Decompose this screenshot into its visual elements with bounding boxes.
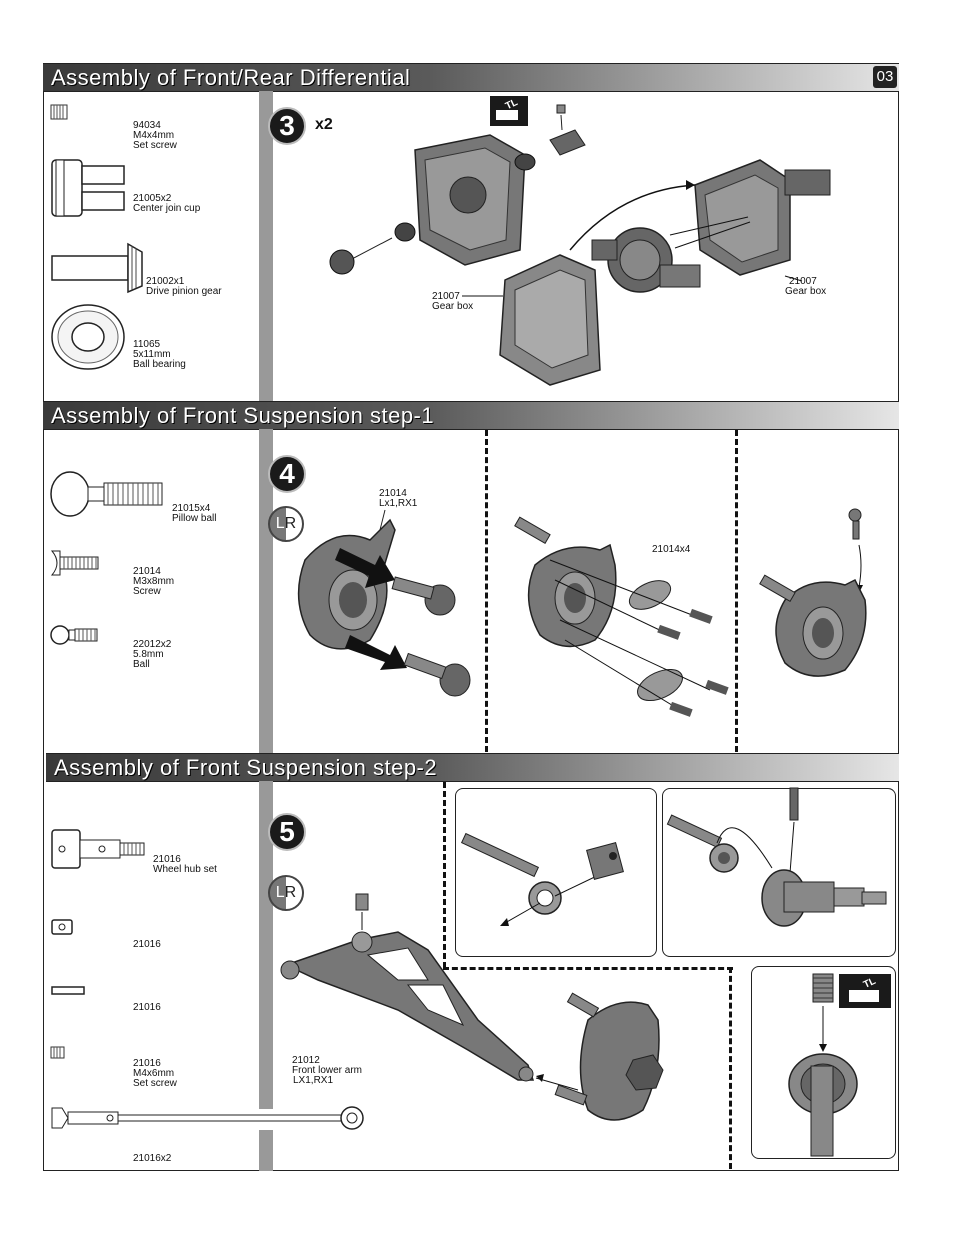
dashed-divider (729, 967, 732, 1169)
page-number: 03 (873, 66, 897, 88)
callout-screws: 21014x4 (652, 544, 691, 555)
center-join-cup-icon (51, 159, 125, 217)
step-number-badge: 4 (268, 455, 306, 493)
lower-arm-assembly-diagram (280, 893, 664, 1121)
step-number-badge: 5 (268, 813, 306, 851)
divider-strip (259, 91, 273, 401)
ball-bearing-icon (51, 304, 125, 370)
left-right-indicator: LR (268, 506, 304, 542)
part-label: 21016x2 (133, 1153, 172, 1164)
dashed-divider (443, 782, 446, 968)
drive-shaft-icon (51, 1106, 364, 1130)
hub-pin-icon (51, 986, 85, 995)
divider-strip (259, 781, 273, 1109)
set-screw-detail-diagram: TL (788, 973, 891, 1157)
part-label: 21016 (133, 1002, 161, 1013)
thread-lock-badge-icon: TL (490, 96, 528, 126)
knuckle-ball-diagram (759, 508, 867, 677)
section-title: Assembly of Front Suspension step-2 (54, 755, 438, 780)
section-title: Assembly of Front/Rear Differential (51, 65, 411, 90)
step-number-badge: 3 (268, 107, 306, 145)
ball-icon (50, 625, 98, 645)
dashed-divider (443, 967, 733, 970)
knuckle-screw-diagram (514, 516, 729, 717)
section-header-differential: Assembly of Front/Rear Differential 03 (43, 63, 899, 92)
shaft-cup-detail-diagram (460, 832, 624, 926)
detail-box-set-screw (751, 966, 896, 1159)
section-title: Assembly of Front Suspension step-1 (51, 403, 435, 428)
divider-strip (259, 1130, 273, 1171)
set-screw-icon (50, 1046, 65, 1059)
set-screw-icon (50, 104, 68, 120)
differential-exploded-diagram (329, 104, 831, 386)
drive-pinion-gear-icon (51, 242, 143, 294)
detail-box-shaft-cup (455, 788, 657, 957)
tl-badge-text: TL (504, 97, 520, 112)
knuckle-pillow-ball-diagram (297, 509, 471, 697)
lr-left: L (275, 515, 285, 532)
part-label: 21016 (133, 939, 161, 950)
lr-left: L (275, 884, 285, 901)
left-right-indicator: LR (268, 875, 304, 911)
tl-badge-text: TL (862, 976, 878, 991)
pillow-ball-icon (50, 471, 163, 517)
wheel-hub-icon (51, 829, 145, 869)
screw-icon (50, 550, 99, 576)
lr-right: R (284, 515, 297, 532)
hub-pin-detail-diagram (666, 787, 887, 927)
dashed-divider (735, 430, 738, 752)
divider-strip (259, 429, 273, 753)
section-header-suspension-1: Assembly of Front Suspension step-1 (43, 401, 899, 430)
dashed-divider (485, 430, 488, 752)
quantity-multiplier: x2 (315, 116, 333, 133)
lr-right: R (284, 884, 297, 901)
section-header-suspension-2: Assembly of Front Suspension step-2 (46, 753, 899, 782)
hub-pin-block-icon (51, 919, 73, 935)
detail-box-hub-pin (662, 788, 896, 957)
